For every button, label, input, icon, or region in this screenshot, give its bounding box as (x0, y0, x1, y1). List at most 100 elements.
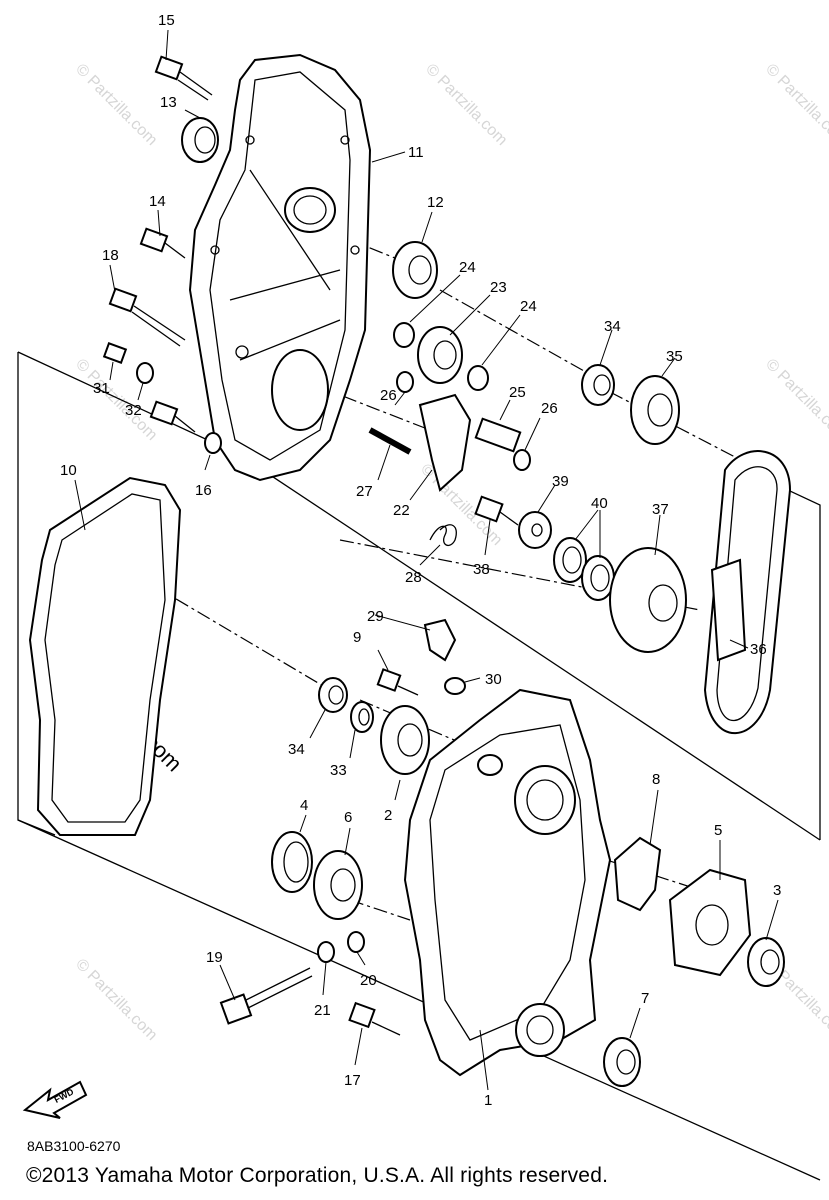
drain-plug-29 (423, 618, 457, 662)
watermark: © Partzilla.com (762, 356, 829, 444)
fasteners (102, 55, 792, 1036)
washer-20 (347, 931, 365, 953)
label-36: 36 (750, 641, 767, 658)
copyright-notice: ©2013 Yamaha Motor Corporation, U.S.A. A… (26, 1164, 609, 1187)
circlip-4 (271, 831, 313, 893)
bearing-2 (380, 705, 430, 775)
label-10: 10 (60, 462, 77, 479)
label-23: 23 (490, 279, 507, 296)
tensioner-arm-22 (418, 393, 472, 492)
label-9: 9 (353, 629, 361, 646)
label-22: 22 (393, 502, 410, 519)
label-5: 5 (714, 822, 722, 839)
diagram-code: 8AB3100-6270 (27, 1138, 121, 1154)
label-12: 12 (427, 194, 444, 211)
bolt-9 (376, 668, 419, 696)
watermark: © Partzilla.com (72, 956, 160, 1044)
watermark: © Partzilla.com (72, 61, 160, 149)
label-13: 13 (160, 94, 177, 111)
label-21: 21 (314, 1002, 331, 1019)
label-24-upper: 24 (459, 259, 476, 276)
oil-seal-7 (603, 1037, 641, 1087)
washer-24b (467, 365, 489, 391)
label-33: 33 (330, 762, 347, 779)
collar-34-lower (318, 677, 348, 713)
bearings-and-seals (136, 117, 785, 1087)
watermark: © Partzilla.com (762, 61, 829, 149)
nut-21 (317, 941, 335, 963)
gasket (28, 476, 182, 836)
label-2: 2 (384, 807, 392, 824)
label-25: 25 (509, 384, 526, 401)
bolt-14-upper (139, 227, 186, 259)
label-39: 39 (552, 473, 569, 490)
circlip-26a (396, 371, 414, 393)
label-29: 29 (367, 608, 384, 625)
part-labels: 1 2 3 4 5 6 7 8 9 10 11 12 13 14 15 16 1… (60, 12, 781, 1109)
drive-chain-36 (703, 450, 792, 735)
washer-16 (204, 432, 222, 454)
label-26-left: 26 (380, 387, 397, 404)
sprocket-37 (609, 547, 687, 653)
washer-24a (393, 322, 415, 348)
label-4: 4 (300, 797, 308, 814)
label-16: 16 (195, 482, 212, 499)
gasket-8 (613, 836, 662, 912)
bolt-17 (348, 1001, 401, 1036)
washer-33 (350, 701, 374, 733)
label-31: 31 (93, 380, 110, 397)
label-26-right: 26 (541, 400, 558, 417)
chain-case-lower (403, 688, 612, 1077)
leader-lines (74, 29, 779, 1091)
sprocket-35 (630, 375, 680, 445)
label-20: 20 (360, 972, 377, 989)
label-30: 30 (485, 671, 502, 688)
shaft-25 (474, 417, 522, 453)
bolt-18 (108, 287, 186, 347)
label-11: 11 (408, 144, 424, 161)
label-17: 17 (344, 1072, 361, 1089)
label-8: 8 (652, 771, 660, 788)
collar-34-upper (581, 364, 615, 406)
label-7: 7 (641, 990, 649, 1007)
bearing-23 (417, 326, 463, 384)
circlip-26b (513, 449, 531, 471)
spring-28 (429, 524, 457, 547)
label-40: 40 (591, 495, 608, 512)
pin-27 (368, 427, 412, 455)
washer-40b (581, 555, 615, 601)
label-1: 1 (484, 1092, 492, 1109)
o-ring-30 (444, 677, 466, 695)
label-15: 15 (158, 12, 175, 29)
label-19: 19 (206, 949, 223, 966)
label-38: 38 (473, 561, 490, 578)
label-35: 35 (666, 348, 683, 365)
label-27: 27 (356, 483, 373, 500)
frame-lines (17, 351, 821, 1181)
fwd-arrow: FWD (22, 1080, 88, 1119)
bolt-19 (219, 967, 313, 1025)
label-34-lower: 34 (288, 741, 305, 758)
chain-case-upper-cover (188, 53, 372, 482)
label-14: 14 (149, 193, 166, 210)
label-37: 37 (652, 501, 669, 518)
label-3: 3 (773, 882, 781, 899)
washer-32 (136, 362, 154, 384)
bolt-14-lower (149, 400, 196, 433)
watermark: © Partzilla.com (422, 61, 510, 149)
label-34-upper: 34 (604, 318, 621, 335)
washer-40a (553, 537, 587, 583)
bearing-12 (392, 241, 438, 299)
oil-seal-13 (181, 117, 219, 163)
bearing-6 (313, 850, 363, 920)
bearing-housing-5 (668, 868, 752, 977)
washer-39 (518, 511, 552, 549)
bolt-15 (154, 55, 213, 101)
bolt-31 (102, 342, 128, 364)
label-18: 18 (102, 247, 119, 264)
silent-chain-36 (710, 558, 747, 662)
oil-seal-3 (747, 937, 785, 987)
label-32: 32 (125, 402, 142, 419)
label-6: 6 (344, 809, 352, 826)
